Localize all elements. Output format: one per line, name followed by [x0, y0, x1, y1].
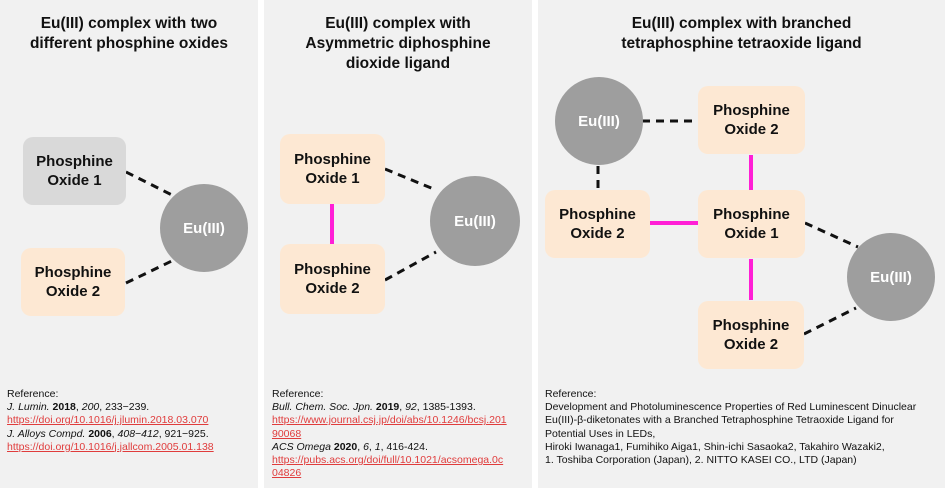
phosphine-oxide-2-box-bottom: Phosphine Oxide 2	[698, 301, 804, 369]
phosphine-oxide-1-box-center: Phosphine Oxide 1	[698, 190, 805, 258]
reference-label: Reference:	[7, 388, 59, 400]
dashed-bond	[803, 306, 857, 336]
citation-1: Bull. Chem. Soc. Jpn. 2019, 92, 1385-139…	[272, 401, 476, 414]
doi-link-2[interactable]: https://doi.org/10.1016/j.jallcom.2005.0…	[7, 440, 214, 453]
dashed-bond	[384, 250, 437, 282]
doi-link-2-cont[interactable]: 04826	[272, 467, 302, 480]
doi-link-1[interactable]: https://doi.org/10.1016/j.jlumin.2018.03…	[7, 414, 209, 427]
reference-block: Reference: Bull. Chem. Soc. Jpn. 2019, 9…	[272, 388, 507, 480]
reference-line: Potential Uses in LEDs,	[545, 427, 656, 440]
reference-block: Reference: Development and Photoluminesc…	[545, 388, 916, 467]
doi-link-1-cont[interactable]: 90068	[272, 427, 302, 440]
eu-iii-circle-top: Eu(III)	[555, 77, 643, 165]
dashed-bond	[125, 170, 179, 200]
citation-2: J. Alloys Compd. 2006, 408−412, 921−925.	[7, 427, 209, 440]
phosphine-oxide-1-box: Phosphine Oxide 1	[23, 137, 126, 205]
reference-line: Development and Photoluminescence Proper…	[545, 401, 917, 414]
phosphine-oxide-1-box: Phosphine Oxide 1	[280, 134, 385, 204]
dashed-bond	[804, 221, 859, 249]
eu-iii-circle: Eu(III)	[160, 184, 248, 272]
citation-2: ACS Omega 2020, 6, 1, 416-424.	[272, 440, 428, 453]
eu-iii-circle-right: Eu(III)	[847, 233, 935, 321]
doi-link-2[interactable]: https://pubs.acs.org/doi/full/10.1021/ac…	[272, 454, 504, 467]
eu-iii-circle: Eu(III)	[430, 176, 520, 266]
panel-two-phosphine-oxides: Eu(III) complex with two different phosp…	[0, 0, 258, 488]
doi-link-1[interactable]: https://www.journal.csj.jp/doi/abs/10.12…	[272, 414, 507, 427]
panel-branched-tetraphosphine: Eu(III) complex with branched tetraphosp…	[538, 0, 945, 488]
connector-lines	[125, 170, 179, 285]
panel-title: Eu(III) complex with branched tetraphosp…	[621, 15, 862, 52]
panel-title: Eu(III) complex with Asymmetric diphosph…	[305, 15, 491, 72]
phosphine-oxide-2-box-left: Phosphine Oxide 2	[545, 190, 650, 258]
connector-lines	[596, 119, 859, 336]
dashed-bond	[125, 256, 179, 285]
connector-lines	[330, 167, 437, 282]
citation-1: J. Lumin. 2018, 200, 233−239.	[7, 401, 150, 414]
reference-label: Reference:	[272, 388, 324, 400]
dashed-bond	[384, 167, 437, 192]
reference-block: Reference: J. Lumin. 2018, 200, 233−239.…	[7, 388, 214, 454]
reference-line: 1. Toshiba Corporation (Japan), 2. NITTO…	[545, 454, 857, 467]
phosphine-oxide-2-box-top: Phosphine Oxide 2	[698, 86, 805, 154]
phosphine-oxide-2-box: Phosphine Oxide 2	[280, 244, 385, 314]
panel-asymmetric-diphosphine: Eu(III) complex with Asymmetric diphosph…	[264, 0, 532, 488]
reference-label: Reference:	[545, 388, 597, 400]
reference-line: Eu(III)-β-diketonates with a Branched Te…	[545, 414, 894, 427]
panel-title: Eu(III) complex with two different phosp…	[29, 15, 229, 52]
phosphine-oxide-2-box: Phosphine Oxide 2	[21, 248, 125, 316]
reference-line: Hiroki Iwanaga1, Fumihiko Aiga1, Shin-ic…	[545, 440, 885, 453]
